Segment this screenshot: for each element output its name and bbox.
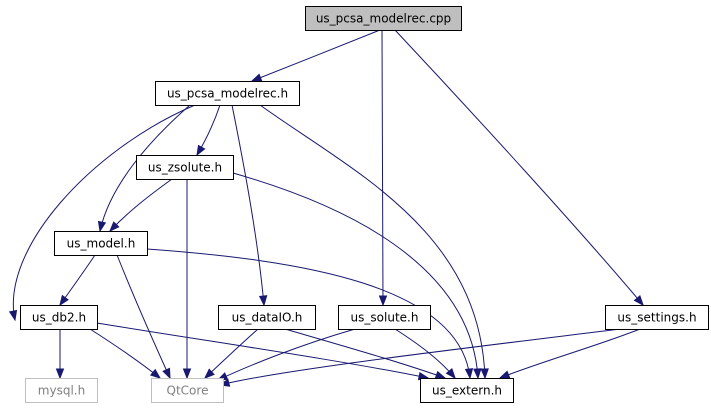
node-label: mysql.h bbox=[38, 384, 85, 398]
edge-arrowhead bbox=[109, 221, 120, 233]
node-box bbox=[420, 378, 514, 403]
edge-model-to-qtcore bbox=[116, 254, 171, 380]
edge-pcsa_h-to-model bbox=[97, 104, 191, 233]
edge-line bbox=[251, 29, 381, 82]
node-label: us_settings.h bbox=[617, 311, 696, 325]
edge-pcsa_h-to-qtcore bbox=[8, 104, 196, 322]
node-box bbox=[218, 305, 316, 330]
node-box bbox=[151, 378, 224, 403]
edge-zsolute-to-extern bbox=[232, 172, 482, 380]
edge-arrowhead bbox=[480, 368, 489, 380]
node-qtcore: QtCore bbox=[151, 378, 224, 403]
edges-layer bbox=[8, 29, 644, 387]
edge-line bbox=[96, 322, 429, 379]
node-box bbox=[338, 305, 431, 330]
edge-arrowhead bbox=[445, 367, 456, 380]
edge-settings-to-extern bbox=[498, 328, 641, 379]
edge-root-to-pcsa_h bbox=[250, 29, 381, 82]
node-box bbox=[25, 378, 98, 403]
node-box bbox=[20, 305, 98, 330]
node-label: us_extern.h bbox=[432, 384, 502, 398]
node-label: QtCore bbox=[167, 384, 209, 398]
node-settings[interactable]: us_settings.h bbox=[605, 305, 709, 330]
edge-arrowhead bbox=[203, 368, 215, 379]
edge-pcsa_h-to-zsolute bbox=[196, 104, 221, 157]
nodes-layer: us_pcsa_modelrec.cpp us_pcsa_modelrec.hus… bbox=[20, 6, 709, 403]
node-box bbox=[155, 81, 300, 106]
edge-arrowhead bbox=[434, 370, 447, 379]
edge-dataio-to-extern bbox=[284, 328, 447, 379]
edge-line bbox=[219, 328, 621, 386]
edge-line bbox=[204, 328, 259, 379]
edge-zsolute-to-model bbox=[109, 178, 173, 233]
edge-line bbox=[12, 104, 196, 321]
node-db2[interactable]: us_db2.h bbox=[20, 305, 98, 330]
edge-arrowhead bbox=[162, 367, 171, 380]
edge-arrowhead bbox=[633, 295, 644, 307]
node-box bbox=[136, 155, 234, 180]
edge-line bbox=[381, 29, 384, 306]
edge-arrowhead bbox=[250, 73, 263, 82]
edge-arrowhead bbox=[498, 370, 511, 379]
edge-arrowhead bbox=[97, 220, 107, 233]
edge-model-to-db2 bbox=[59, 254, 96, 307]
node-zsolute[interactable]: us_zsolute.h bbox=[136, 155, 234, 180]
edge-arrowhead bbox=[473, 368, 482, 380]
node-label: us_pcsa_modelrec.cpp bbox=[316, 12, 451, 26]
edge-line bbox=[109, 178, 173, 232]
node-label: us_model.h bbox=[67, 237, 136, 251]
edge-root-to-settings bbox=[394, 29, 644, 307]
edge-line bbox=[99, 104, 191, 232]
edge-arrowhead bbox=[258, 295, 268, 307]
edge-line bbox=[89, 328, 161, 379]
edge-db2-to-qtcore bbox=[89, 328, 162, 379]
node-label: us_db2.h bbox=[32, 311, 86, 325]
edge-line bbox=[146, 248, 471, 379]
node-label: us_zsolute.h bbox=[148, 161, 222, 175]
edge-line bbox=[217, 328, 356, 381]
node-label: us_pcsa_modelrec.h bbox=[167, 87, 288, 101]
edge-arrowhead bbox=[8, 309, 18, 322]
node-box bbox=[54, 231, 148, 256]
node-box bbox=[605, 305, 709, 330]
node-mysql: mysql.h bbox=[25, 378, 98, 403]
edge-arrowhead bbox=[59, 294, 69, 307]
edge-line bbox=[232, 172, 479, 379]
edge-pcsa_h-to-extern bbox=[259, 104, 489, 380]
edge-arrowhead bbox=[55, 368, 65, 380]
edge-zsolute-to-qtcore bbox=[182, 178, 192, 380]
node-extern[interactable]: us_extern.h bbox=[420, 378, 514, 403]
edge-pcsa_h-to-dataio bbox=[231, 104, 268, 307]
edge-line bbox=[259, 104, 486, 379]
edge-db2-to-mysql bbox=[55, 329, 65, 380]
edge-db2-to-extern bbox=[96, 322, 430, 381]
edge-dataio-to-qtcore bbox=[203, 328, 259, 379]
edge-line bbox=[284, 328, 446, 379]
node-dataio[interactable]: us_dataIO.h bbox=[218, 305, 316, 330]
node-box bbox=[305, 6, 462, 31]
node-root[interactable]: us_pcsa_modelrec.cpp bbox=[305, 6, 462, 31]
edge-model-to-extern bbox=[146, 248, 474, 380]
edge-line bbox=[231, 104, 265, 306]
edge-line bbox=[499, 328, 641, 379]
node-label: us_dataIO.h bbox=[232, 311, 303, 325]
edge-line bbox=[394, 29, 644, 306]
node-label: us_solute.h bbox=[351, 311, 419, 325]
edge-arrowhead bbox=[464, 368, 474, 380]
edge-arrowhead bbox=[149, 368, 162, 379]
node-model[interactable]: us_model.h bbox=[54, 231, 148, 256]
node-solute[interactable]: us_solute.h bbox=[338, 305, 431, 330]
edge-root-to-solute bbox=[378, 29, 388, 307]
node-pcsa_h[interactable]: us_pcsa_modelrec.h bbox=[155, 81, 300, 106]
edge-line bbox=[116, 254, 171, 379]
edge-arrowhead bbox=[182, 368, 192, 380]
edge-arrowhead bbox=[196, 144, 206, 157]
edge-arrowhead bbox=[378, 295, 388, 307]
